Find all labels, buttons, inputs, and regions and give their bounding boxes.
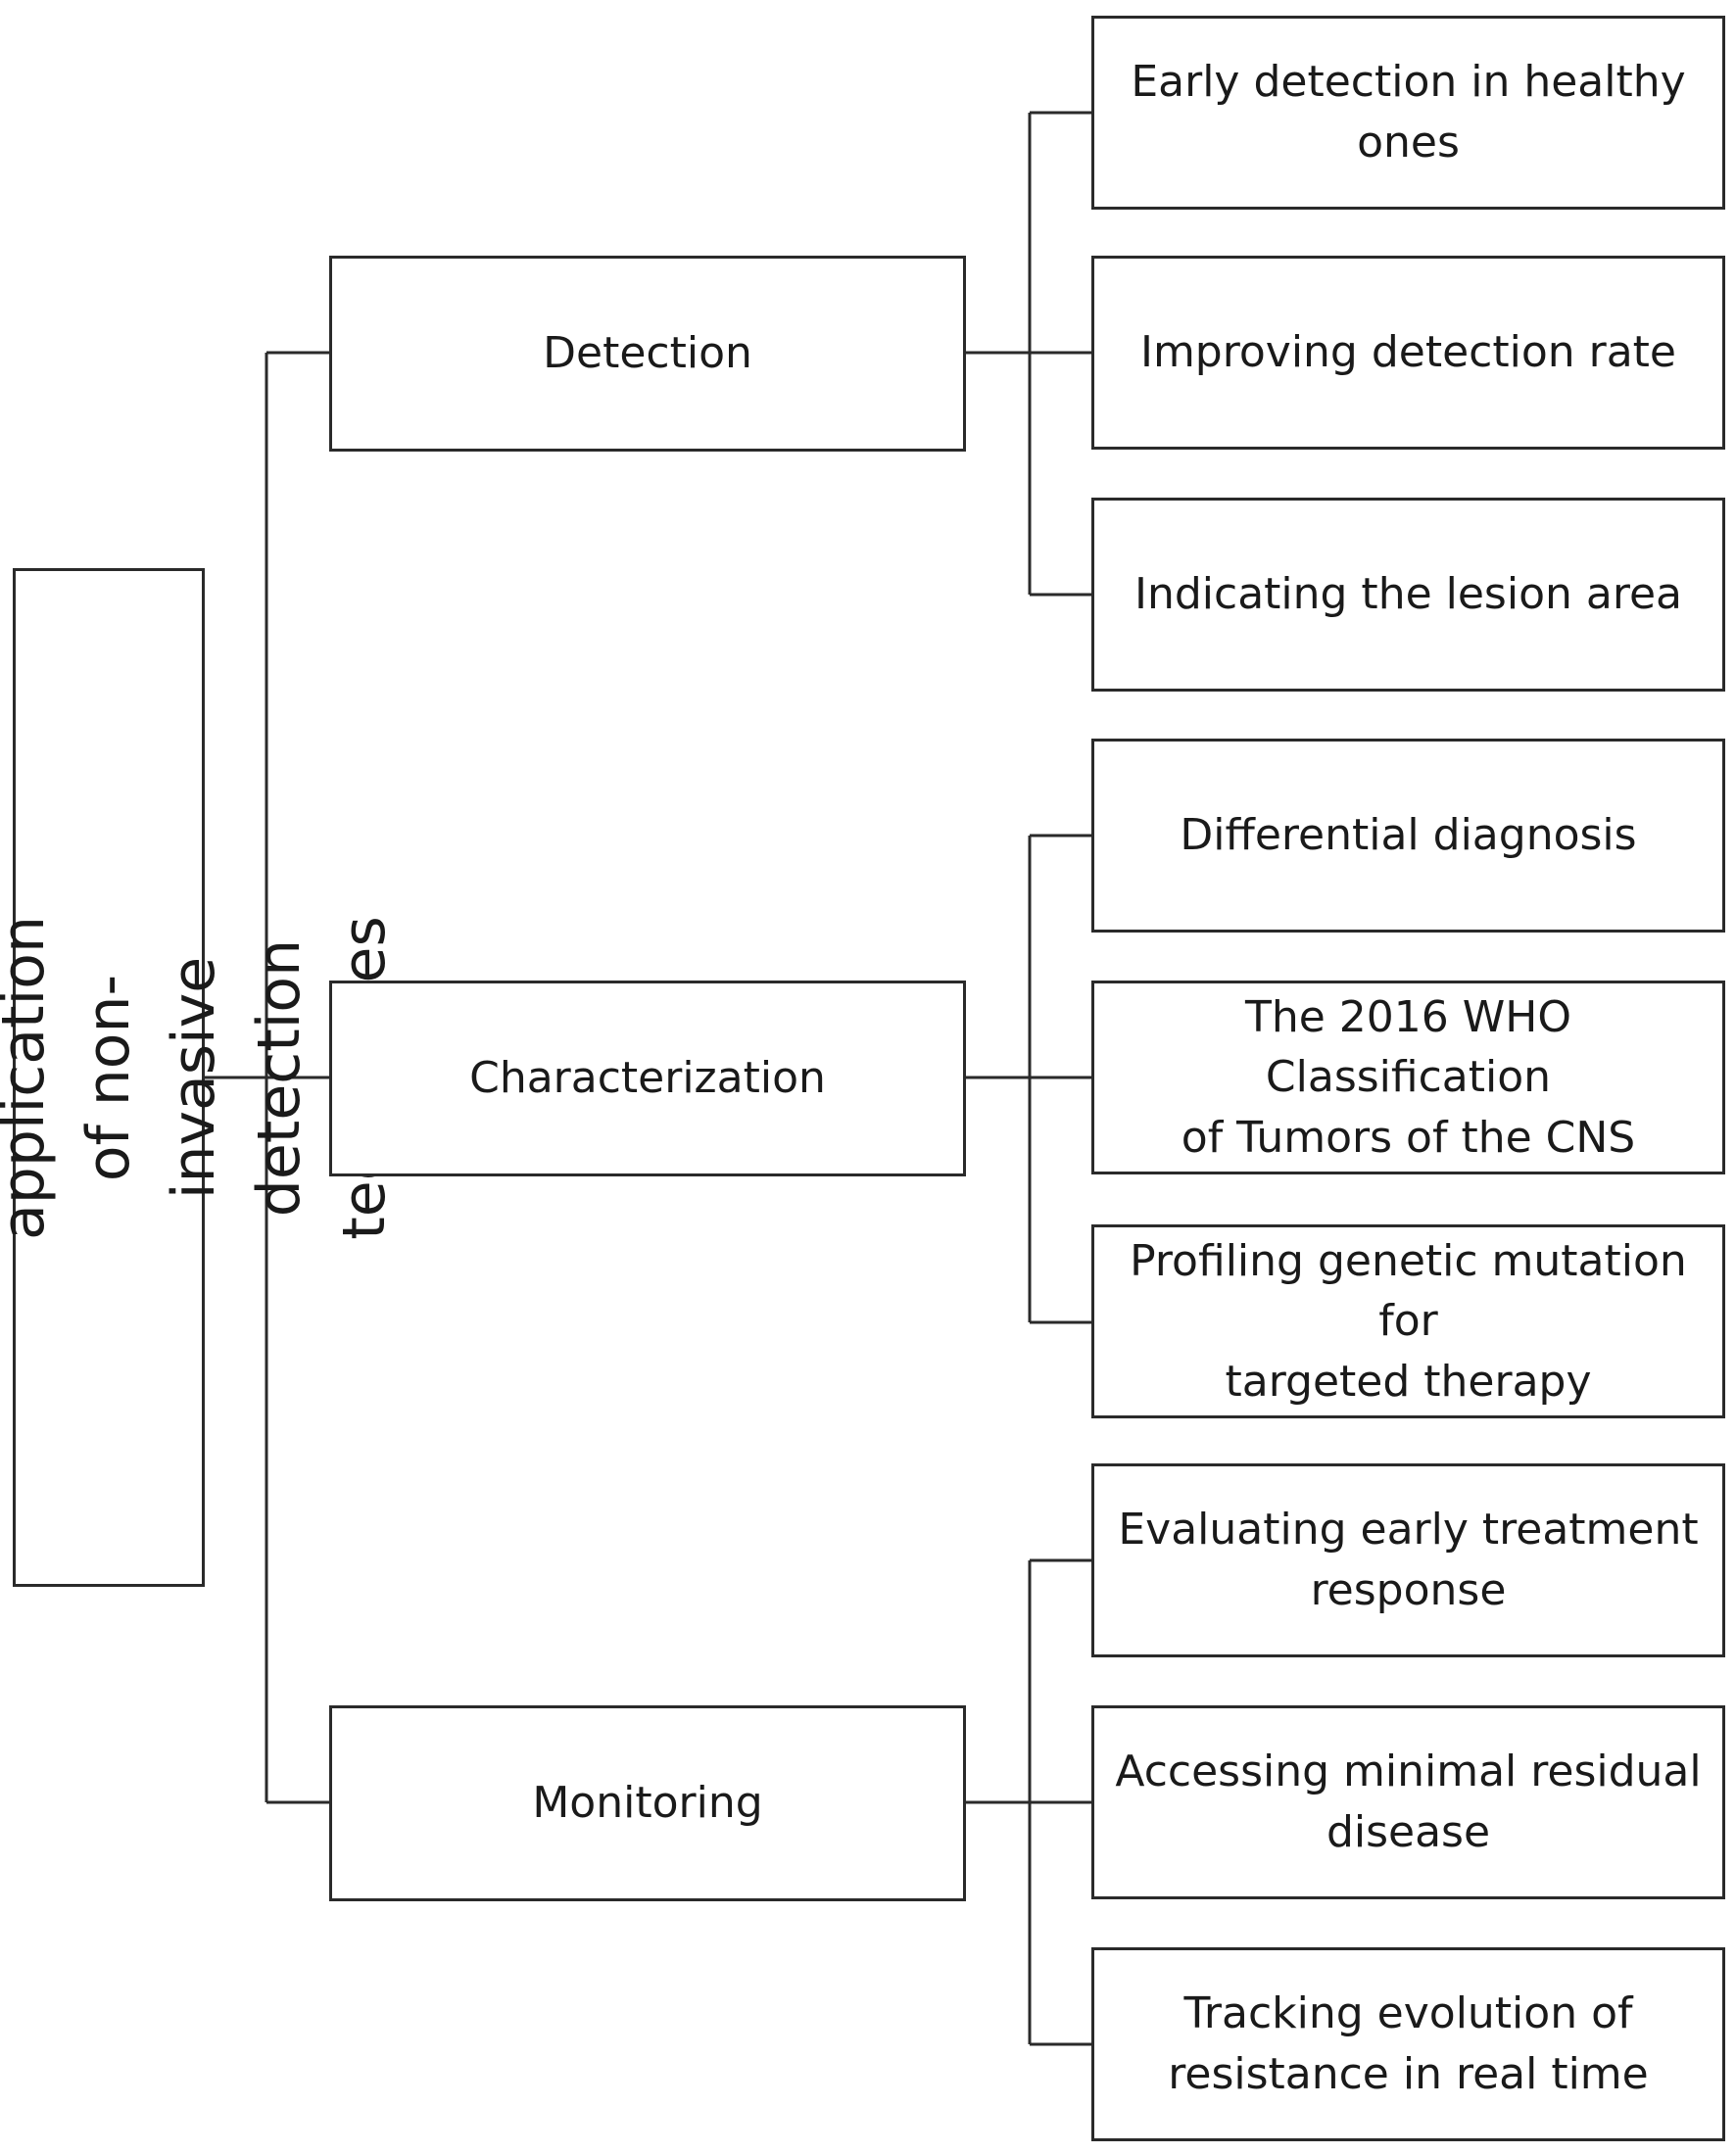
- leaf-label: Indicating the lesion area: [1133, 569, 1682, 620]
- leaf-label: Early detection in healthy ones: [1131, 57, 1686, 168]
- leaf-label: Improving detection rate: [1139, 327, 1677, 378]
- leaf-label: Accessing minimal residual disease: [1115, 1747, 1702, 1857]
- root-node: The clinical application of non- invasiv…: [0, 568, 399, 1587]
- leaf-node: Early detection in healthy ones: [1091, 16, 1725, 210]
- leaf-label: Tracking evolution of resistance in real…: [1168, 1988, 1649, 2099]
- category-monitoring: Monitoring: [329, 1705, 966, 1901]
- category-label: Detection: [543, 328, 752, 379]
- leaf-label: The 2016 WHO Classification of Tumors of…: [1181, 991, 1636, 1163]
- leaf-node: Evaluating early treatment response: [1091, 1463, 1725, 1657]
- leaf-node: Differential diagnosis: [1091, 739, 1725, 933]
- leaf-label: Profiling genetic mutation for targeted …: [1130, 1235, 1687, 1407]
- leaf-label: Differential diagnosis: [1180, 810, 1637, 861]
- leaf-node: Accessing minimal residual disease: [1091, 1705, 1725, 1899]
- leaf-node: Tracking evolution of resistance in real…: [1091, 1947, 1725, 2141]
- leaf-label: Evaluating early treatment response: [1118, 1505, 1699, 1615]
- category-detection: Detection: [329, 256, 966, 452]
- leaf-node: Indicating the lesion area: [1091, 498, 1725, 692]
- leaf-node: The 2016 WHO Classification of Tumors of…: [1091, 981, 1725, 1174]
- category-label: Monitoring: [532, 1778, 763, 1829]
- category-characterization: Characterization: [329, 981, 966, 1176]
- category-label: Characterization: [469, 1053, 826, 1104]
- leaf-node: Improving detection rate: [1091, 256, 1725, 450]
- leaf-node: Profiling genetic mutation for targeted …: [1091, 1224, 1725, 1418]
